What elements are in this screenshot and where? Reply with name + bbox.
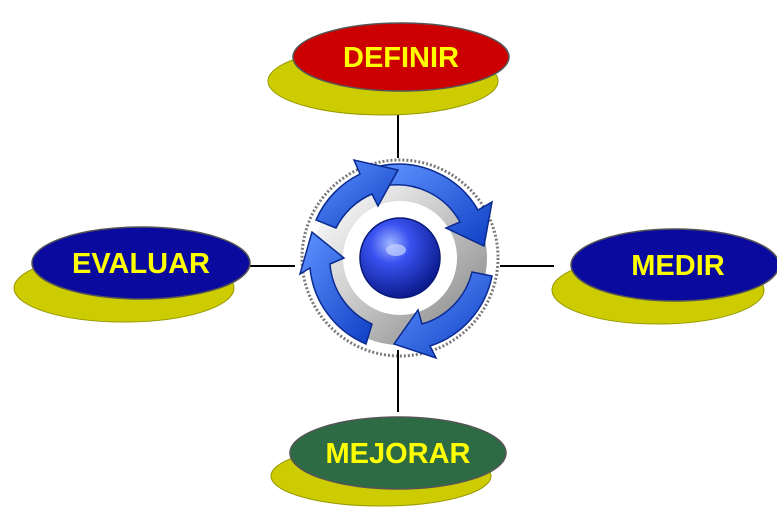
sphere-highlight — [386, 244, 406, 256]
node-medir: MEDIR — [551, 228, 777, 325]
node-evaluar: EVALUAR — [13, 226, 251, 323]
connectors — [250, 110, 554, 412]
node-label-evaluar: EVALUAR — [72, 248, 210, 280]
node-definir: DEFINIR — [267, 22, 510, 116]
cycle-outline — [300, 158, 500, 358]
node-ellipse — [570, 228, 777, 302]
node-mejorar: MEJORAR — [270, 416, 507, 507]
recycle-cycle-arrows-icon — [298, 158, 500, 360]
node-ellipse — [289, 416, 507, 490]
node-label-definir: DEFINIR — [343, 42, 459, 74]
node-ellipse — [31, 226, 251, 300]
node-ellipse — [292, 22, 510, 92]
node-label-medir: MEDIR — [631, 250, 725, 282]
center-sphere — [359, 217, 441, 299]
node-label-mejorar: MEJORAR — [325, 438, 470, 470]
cycle-arrows — [298, 158, 494, 360]
